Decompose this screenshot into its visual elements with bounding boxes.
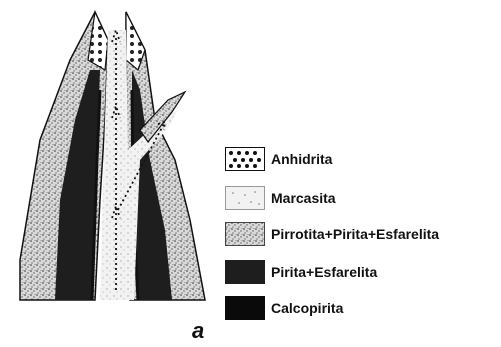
legend-label-anhidrita: Anhidrita bbox=[271, 151, 332, 167]
chimney-cross-section bbox=[0, 0, 220, 320]
calcopirita-swatch bbox=[225, 296, 265, 320]
pirita-swatch bbox=[225, 260, 265, 284]
marcasita-swatch bbox=[225, 186, 265, 210]
panel-label: a bbox=[192, 320, 204, 342]
legend-item-marcasita: Marcasita bbox=[225, 186, 336, 210]
legend-item-calcopirita: Calcopirita bbox=[225, 296, 343, 320]
legend-item-anhidrita: Anhidrita bbox=[225, 147, 332, 171]
legend-label-pirrotita: Pirrotita+Pirita+Esfarelita bbox=[271, 226, 439, 242]
legend-label-calcopirita: Calcopirita bbox=[271, 300, 343, 316]
legend-item-pirita: Pirita+Esfarelita bbox=[225, 260, 377, 284]
legend-label-marcasita: Marcasita bbox=[271, 190, 336, 206]
legend-item-pirrotita: Pirrotita+Pirita+Esfarelita bbox=[225, 222, 439, 246]
anhidrita-swatch bbox=[225, 147, 265, 171]
pirrotita-swatch bbox=[225, 222, 265, 246]
legend-label-pirita: Pirita+Esfarelita bbox=[271, 264, 377, 280]
